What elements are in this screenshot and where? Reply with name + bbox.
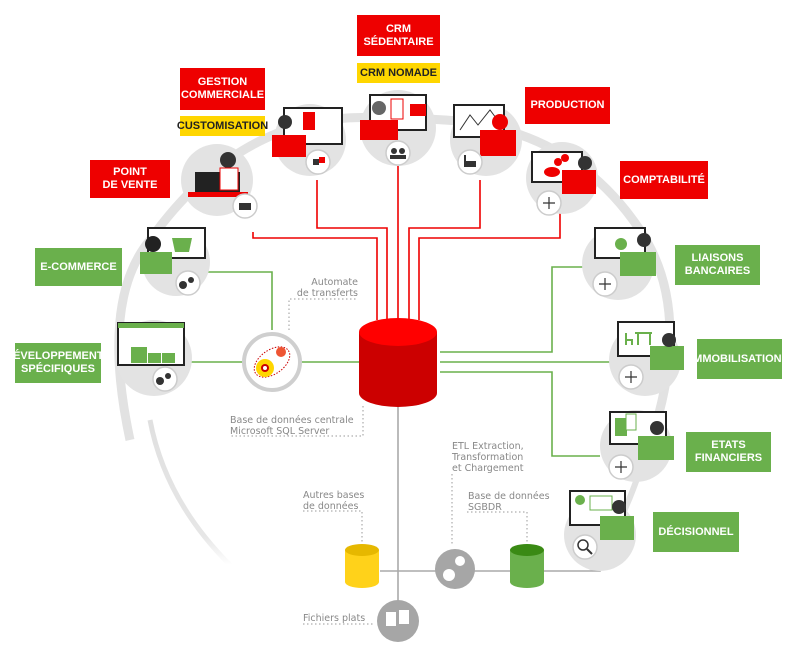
label-gestion-commerciale: GESTION COMMERCIALE	[180, 68, 265, 110]
gear-icon	[443, 569, 455, 581]
note-connectors	[230, 298, 528, 625]
label-liaisons-bancaires: LIAISONS BANCAIRES	[675, 245, 760, 285]
central-database	[359, 318, 437, 407]
file-icon	[399, 610, 409, 624]
note-autres-bases: Autres bases de données	[303, 490, 365, 512]
label-comptabilite: COMPTABILITÉ	[620, 161, 708, 199]
arc-tail	[147, 419, 232, 567]
label-customisation: CUSTOMISATION	[177, 116, 268, 136]
sgbdr-cylinder	[510, 544, 544, 588]
label-production: PRODUCTION	[525, 87, 610, 124]
magnifier-icon	[572, 534, 598, 560]
label-immobilisations: IMMOBILISATIONS	[690, 339, 789, 379]
label-crm-nomade: CRM NOMADE	[357, 63, 440, 83]
other-databases-cylinder	[345, 544, 379, 588]
note-automate-de-transferts: Automate de transferts	[296, 277, 358, 299]
label-crm-sedentaire: CRM SÉDENTAIRE	[357, 15, 440, 56]
note-fichiers-plats: Fichiers plats	[303, 613, 366, 624]
note-sgbdr: Base de données SGBDR	[468, 491, 550, 513]
illustrations	[117, 94, 684, 540]
etl-node	[435, 549, 475, 589]
users-icon	[385, 140, 411, 166]
file-icon	[386, 612, 396, 626]
automate-node	[242, 332, 302, 392]
gear-icon	[276, 347, 286, 357]
gear-icon	[455, 556, 465, 566]
note-etl: ETL Extraction, Transformation et Charge…	[452, 441, 524, 474]
red-connectors	[252, 166, 561, 320]
gears-icon	[175, 270, 201, 296]
note-central-database: Base de données centrale Microsoft SQL S…	[230, 415, 354, 437]
label-decisionnel: DÉCISIONNEL	[653, 512, 739, 552]
green-connectors	[180, 266, 620, 457]
label-developpements-specifiques: DÉVELOPPEMENTS SPÉCIFIQUES	[5, 343, 111, 383]
label-point-de-vente: POINT DE VENTE	[90, 160, 170, 198]
gears-icon	[152, 366, 178, 392]
flat-files-node	[377, 600, 419, 642]
label-e-commerce: E-COMMERCE	[35, 248, 122, 286]
icon-glyphs	[156, 148, 637, 555]
label-etats-financiers: ETATS FINANCIERS	[686, 432, 771, 472]
